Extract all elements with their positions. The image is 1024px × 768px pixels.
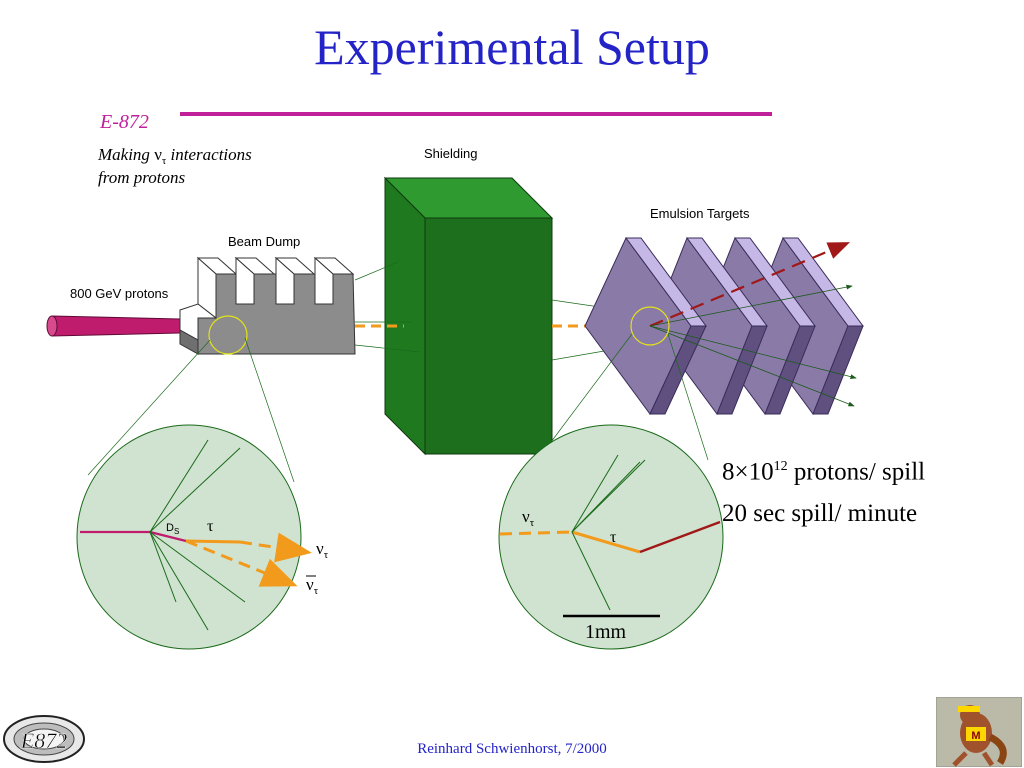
- experiment-label: E-872: [99, 111, 149, 133]
- shielding-block: [383, 176, 554, 456]
- beam-dump: [179, 256, 356, 355]
- shielding-label: Shielding: [424, 146, 478, 161]
- emulsion-label: Emulsion Targets: [650, 206, 750, 221]
- svg-text:M: M: [971, 730, 980, 742]
- e872-logo: E872: [3, 715, 85, 763]
- tau-label-left: τ: [207, 518, 214, 535]
- nu-tau-label-right: ντ: [522, 507, 535, 529]
- diagram-subtitle: Making ντ interactions: [97, 145, 252, 167]
- outgoing-particles: [649, 241, 857, 407]
- diagram-subtitle-line2: from protons: [98, 168, 185, 187]
- nu-tau-bar-label: ντ: [306, 575, 319, 597]
- proton-beam: [46, 315, 200, 337]
- spec-line-spill: 20 sec spill/ minute: [722, 500, 918, 528]
- zoom-projection-lines: [87, 333, 709, 483]
- emulsion-plate-1: [584, 237, 707, 415]
- inset-emulsion: ντ τ 1mm: [498, 424, 724, 650]
- emulsion-targets: [584, 236, 864, 416]
- footer-author: Reinhard Schwienhorst, 7/2000: [417, 741, 607, 757]
- beam-dump-zoom-marker: [208, 315, 248, 355]
- mascot-logo: M: [936, 697, 1022, 767]
- inset-beam-dump: DS τ ντ ντ: [76, 424, 329, 650]
- scale-bar-label: 1mm: [585, 621, 627, 643]
- ds-label: DS: [166, 522, 179, 536]
- e872-logo-text: E872: [20, 728, 67, 753]
- beam-label: 800 GeV protons: [70, 286, 169, 301]
- beam-specs: 8×1012 protons/ spill 20 sec spill/ minu…: [722, 446, 925, 535]
- tau-label-right: τ: [610, 529, 617, 546]
- beam-dump-label: Beam Dump: [228, 234, 300, 249]
- spec-line-protons: 8×1012 protons/ spill: [722, 458, 926, 486]
- emulsion-zoom-marker: [630, 306, 670, 346]
- slide-title: Experimental Setup: [314, 19, 710, 75]
- nu-tau-label: ντ: [316, 539, 329, 561]
